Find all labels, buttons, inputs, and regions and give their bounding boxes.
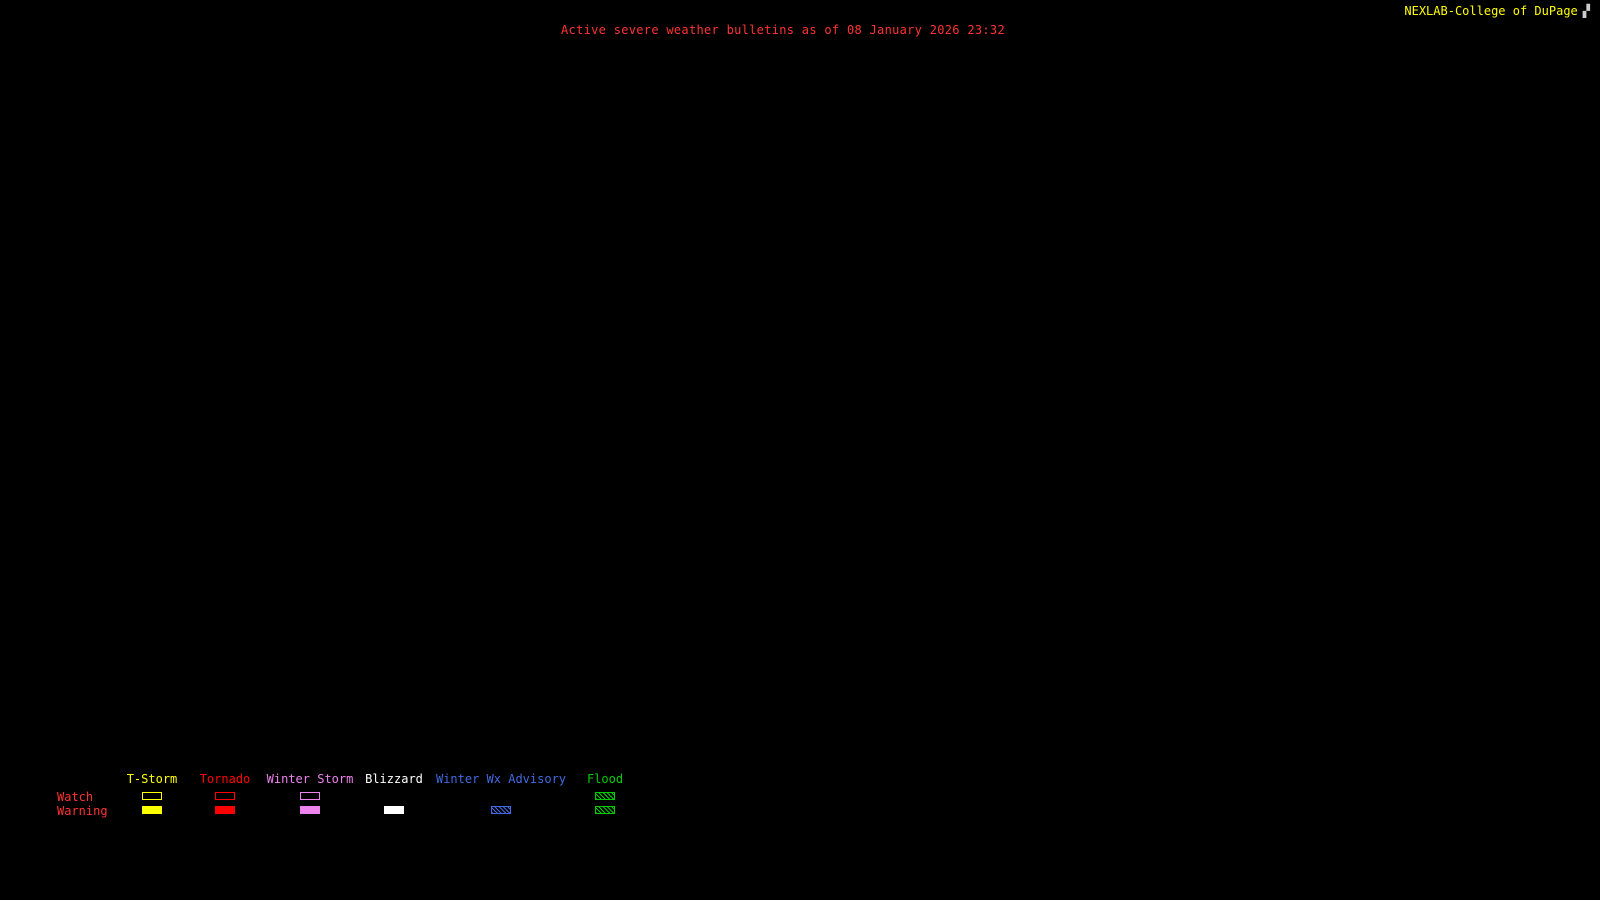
- legend-column-flood: Flood: [525, 772, 685, 814]
- cod-logo-icon: ▞: [1582, 4, 1590, 18]
- warning-swatch: [595, 806, 615, 814]
- watch-row-label: Watch: [57, 790, 94, 804]
- bulletin-title: Active severe weather bulletins as of 08…: [561, 23, 1005, 37]
- watch-swatch: [215, 792, 235, 800]
- legend-column-label: T-Storm: [126, 772, 178, 786]
- warning-swatch: [300, 806, 320, 814]
- legend-column-tstorm: T-Storm: [72, 772, 232, 814]
- legend-column-winter-storm: Winter Storm: [230, 772, 390, 814]
- warning-row-label: Warning: [57, 804, 108, 818]
- brand: NEXLAB-College of DuPage ▞: [1404, 4, 1590, 18]
- legend-column-label: Blizzard: [365, 772, 423, 786]
- legend-column-tornado: Tornado: [145, 772, 305, 814]
- warning-swatch: [491, 806, 511, 814]
- legend-column-label: Winter Storm: [266, 772, 354, 786]
- legend-column-label: Flood: [586, 772, 624, 786]
- warning-swatch: [215, 806, 235, 814]
- warning-swatch: [384, 806, 404, 814]
- brand-text: NEXLAB-College of DuPage: [1404, 4, 1578, 18]
- legend-column-label: Tornado: [199, 772, 251, 786]
- legend-column-blizzard: Blizzard: [314, 772, 474, 814]
- legend: Watch Warning T-Storm Tornado Winter Sto…: [0, 772, 740, 832]
- legend-column-winter-wx-advisory: Winter Wx Advisory: [421, 772, 581, 814]
- watch-swatch: [595, 792, 615, 800]
- watch-swatch: [300, 792, 320, 800]
- watch-swatch: [142, 792, 162, 800]
- legend-column-label: Winter Wx Advisory: [435, 772, 567, 786]
- warning-swatch: [142, 806, 162, 814]
